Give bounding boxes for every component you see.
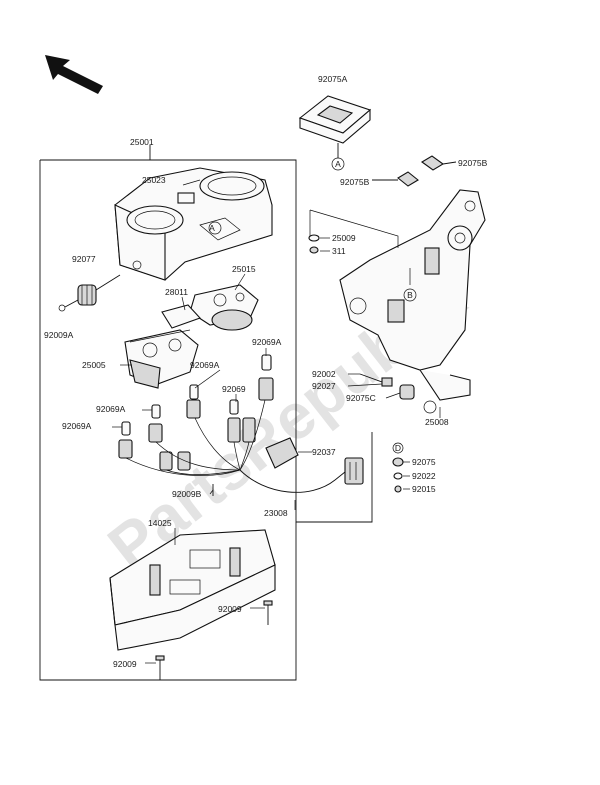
bolt-assembly: [359, 373, 415, 400]
part-labels: 92075A 25001 25023 92075B 92075B 25009 3…: [44, 74, 488, 669]
label-25023: 25023: [142, 175, 166, 185]
label-92069a-4: 92069A: [62, 421, 92, 431]
label-92069a-2: 92069A: [190, 360, 220, 370]
label-23008: 23008: [264, 508, 288, 518]
label-92075b-right: 92075B: [458, 158, 488, 168]
label-92009-2: 92009: [113, 659, 137, 669]
grommet-part: [58, 274, 121, 312]
label-25001: 25001: [130, 137, 154, 147]
meter-assembly-frame: [39, 145, 373, 681]
damper-grommets: [372, 155, 457, 187]
label-92077: 92077: [72, 254, 96, 264]
label-92015: 92015: [412, 484, 436, 494]
label-92075: 92075: [412, 457, 436, 467]
label-92075b-left: 92075B: [340, 177, 370, 187]
label-92069a-1: 92069A: [252, 337, 282, 347]
lower-cover: [109, 529, 276, 651]
label-92027: 92027: [312, 381, 336, 391]
wiring-harness: [125, 399, 364, 493]
cap-grommet: [298, 95, 372, 171]
meter-faceplate: [161, 284, 259, 331]
marker-d-hardware: D: [395, 443, 401, 453]
leader-lines: [112, 179, 441, 664]
washer-parts: [308, 234, 320, 254]
bracket-frame-lines: [309, 209, 399, 248]
label-92069: 92069: [222, 384, 246, 394]
label-92037: 92037: [312, 447, 336, 457]
meter-bracket: [339, 189, 486, 414]
label-92002: 92002: [312, 369, 336, 379]
bulb-sockets: [118, 354, 274, 471]
label-25015: 25015: [232, 264, 256, 274]
label-25005: 25005: [82, 360, 106, 370]
label-14025: 14025: [148, 518, 172, 528]
label-92075c: 92075C: [346, 393, 376, 403]
label-311: 311: [332, 246, 346, 256]
label-92022: 92022: [412, 471, 436, 481]
marker-b-bracket: B: [407, 290, 413, 300]
label-92009-1: 92009: [218, 604, 242, 614]
label-92009a: 92009A: [44, 330, 74, 340]
marker-a-housing: A: [209, 223, 215, 233]
label-28011: 28011: [165, 287, 188, 297]
label-25008: 25008: [425, 417, 449, 427]
label-92075a: 92075A: [318, 74, 348, 84]
small-hardware: [392, 442, 404, 493]
label-92009b: 92009B: [172, 489, 202, 499]
speedometer-unit: [124, 329, 199, 389]
label-92069a-3: 92069A: [96, 404, 126, 414]
label-25009: 25009: [332, 233, 356, 243]
meter-housing: [114, 167, 273, 281]
marker-a-cap: A: [335, 159, 341, 169]
orientation-arrow-icon: [45, 55, 103, 94]
